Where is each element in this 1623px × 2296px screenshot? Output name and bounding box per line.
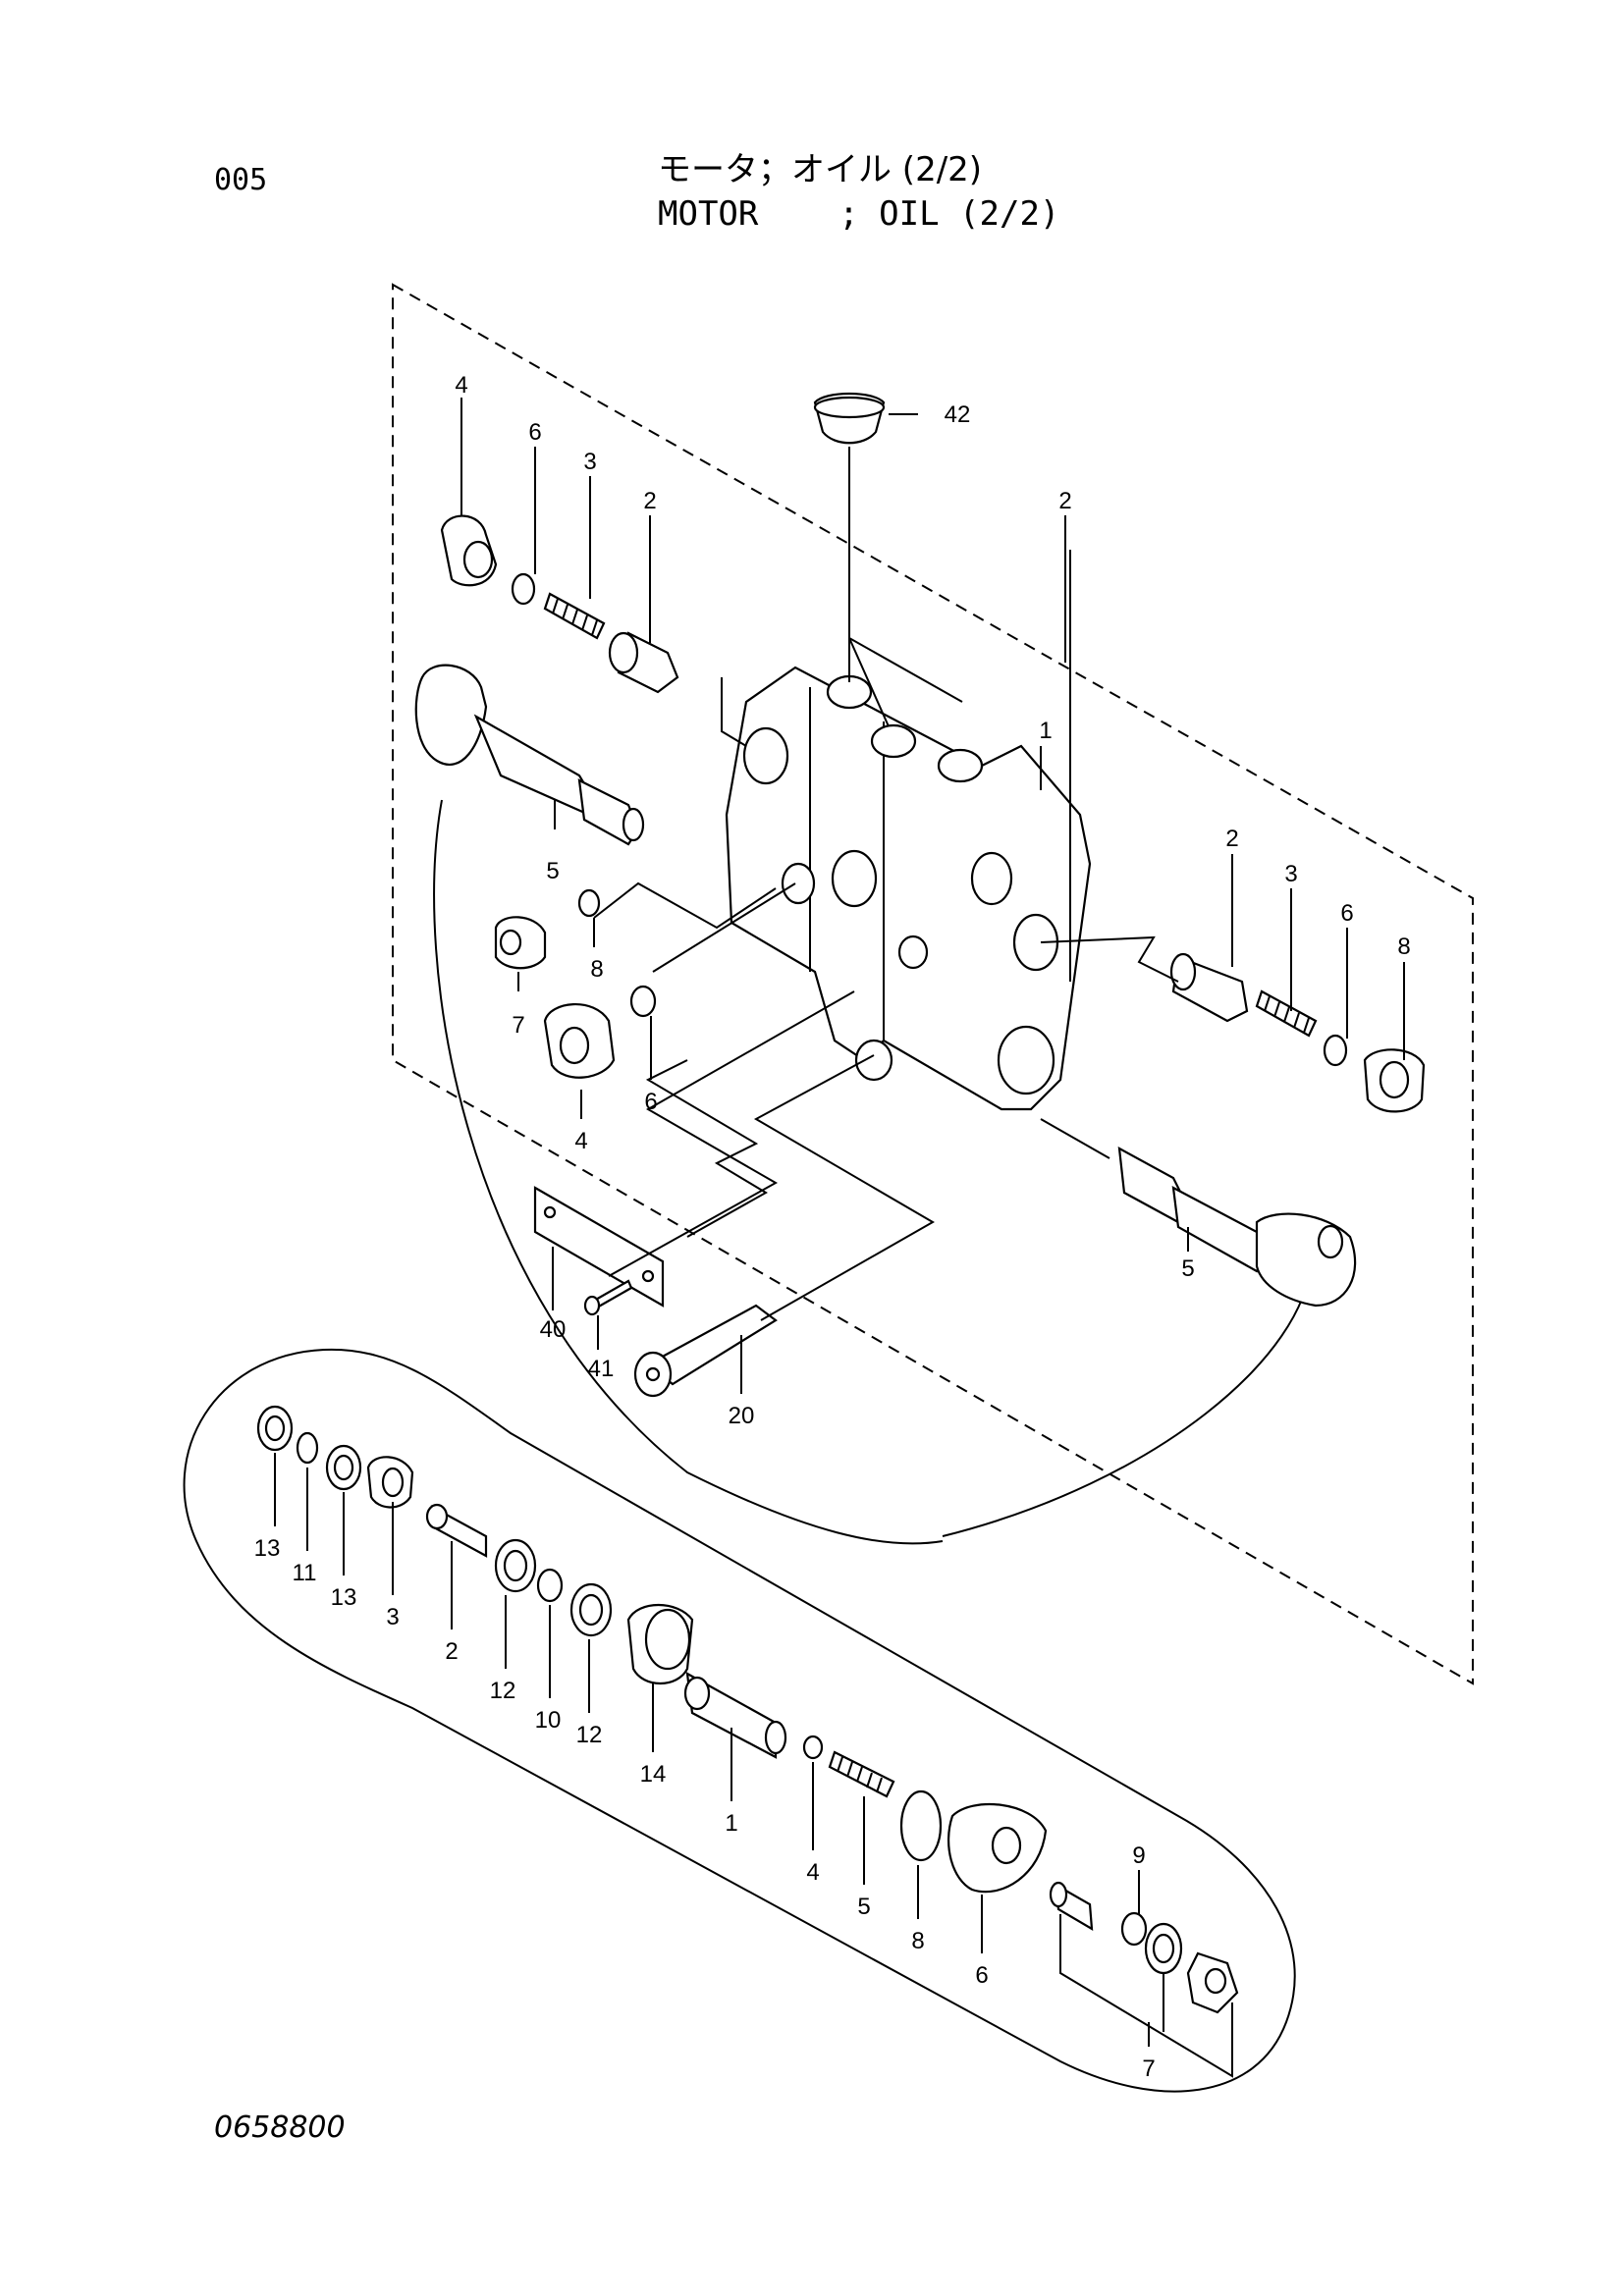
plug-part-7	[494, 916, 547, 970]
callout-12-b: 12	[576, 1722, 603, 1748]
callout-1-body: 1	[1039, 718, 1052, 744]
callout-3-right: 3	[1284, 861, 1297, 887]
poppet-1	[683, 1671, 787, 1759]
callout-14: 14	[640, 1761, 667, 1788]
callout-41: 41	[588, 1356, 615, 1382]
callout-2-assembly: 2	[1058, 488, 1071, 514]
screw-41	[583, 1279, 633, 1316]
plug-part-4-upper	[440, 514, 498, 587]
seal-13-b-inner	[333, 1454, 354, 1481]
title-english: MOTOR ; OIL (2/2)	[658, 194, 1060, 234]
adjust-screw-3	[366, 1456, 414, 1509]
link-arc-right	[942, 1260, 1312, 1537]
callout-12-a: 12	[490, 1678, 516, 1704]
callout-8-lower: 8	[911, 1928, 924, 1954]
callout-4-upper: 4	[455, 372, 467, 399]
title-japanese: モータ；オイル (2/2)	[658, 150, 983, 189]
spring-5	[828, 1750, 895, 1798]
adjust-assembly-7	[1049, 1881, 1239, 2014]
callout-13-a: 13	[254, 1535, 281, 1562]
callout-6-right: 6	[1340, 900, 1353, 927]
page-number: 005	[214, 163, 268, 197]
callout-2-upper: 2	[643, 488, 656, 514]
callout-6-upper: 6	[528, 419, 541, 446]
o-ring-11	[296, 1431, 319, 1465]
seal-13-a-inner	[264, 1415, 286, 1442]
callout-20: 20	[729, 1403, 755, 1429]
callout-2-lower: 2	[445, 1638, 458, 1665]
o-ring-8	[899, 1789, 943, 1862]
spring-3-right	[1255, 989, 1318, 1038]
leader-lines-upper	[460, 398, 1405, 1394]
plug-part-42	[813, 392, 886, 445]
assembly-boundary-dashed	[392, 283, 1474, 1685]
washer-4	[802, 1735, 824, 1760]
plug-part-4-lower	[543, 1003, 616, 1079]
spring-3-upper	[543, 592, 606, 640]
callout-3-upper: 3	[583, 449, 596, 475]
plug-part-8-right	[1363, 1048, 1426, 1113]
o-ring-6-lower-left	[629, 985, 657, 1018]
o-ring-6-upper	[511, 572, 536, 606]
relief-valve-5-upper	[414, 664, 645, 846]
callout-7-left: 7	[512, 1012, 524, 1039]
detail-group-outline	[183, 1348, 1296, 2093]
callout-8-right: 8	[1397, 934, 1410, 960]
drawing-number: 0658800	[214, 2110, 346, 2145]
callout-5-right: 5	[1181, 1255, 1194, 1282]
seal-12-a-inner	[503, 1549, 528, 1582]
callout-6-lower-left: 6	[644, 1089, 657, 1115]
callout-4-lower: 4	[806, 1859, 819, 1886]
callout-5-lower: 5	[857, 1894, 870, 1920]
o-ring-6-right	[1323, 1034, 1348, 1067]
callout-1-lower: 1	[725, 1810, 737, 1837]
callout-4-lower-left: 4	[574, 1128, 587, 1154]
o-ring-10	[536, 1568, 564, 1603]
callout-40: 40	[540, 1316, 567, 1343]
plug-6	[947, 1802, 1048, 1894]
o-ring-8-left	[577, 888, 601, 918]
callout-5-upper: 5	[546, 858, 559, 884]
poppet-2-right	[1169, 952, 1249, 1023]
sleeve-14	[626, 1603, 694, 1684]
callout-9: 9	[1132, 1842, 1145, 1869]
callout-10: 10	[535, 1707, 562, 1734]
callout-13-b: 13	[331, 1584, 357, 1611]
bolt-20	[633, 1304, 778, 1398]
callout-6-lower: 6	[975, 1962, 988, 1989]
callout-11: 11	[293, 1560, 317, 1586]
callouts-upper: 4 6 3 2 42 2 1 5 8 7 6 4 2 3 6 8 5 40 41…	[455, 372, 1410, 1429]
callout-8-left: 8	[590, 956, 603, 983]
valve-body	[725, 666, 1092, 1111]
callouts-lower: 13 11 13 3 2 12 10 12 14 1 4 5 8 6 9 7	[254, 1535, 1156, 2082]
name-plate-40	[533, 1186, 665, 1308]
piston-2	[425, 1503, 488, 1558]
callout-42: 42	[945, 401, 971, 428]
poppet-2-upper	[608, 631, 679, 694]
callout-7-lower: 7	[1142, 2056, 1155, 2082]
relief-valve-5-right	[1117, 1147, 1357, 1308]
leader-lines-lower	[274, 1453, 1233, 2078]
callout-2-right: 2	[1225, 826, 1238, 852]
callout-3-lower: 3	[386, 1604, 399, 1630]
seal-12-b-inner	[578, 1593, 604, 1627]
link-arc-left	[433, 799, 944, 1545]
